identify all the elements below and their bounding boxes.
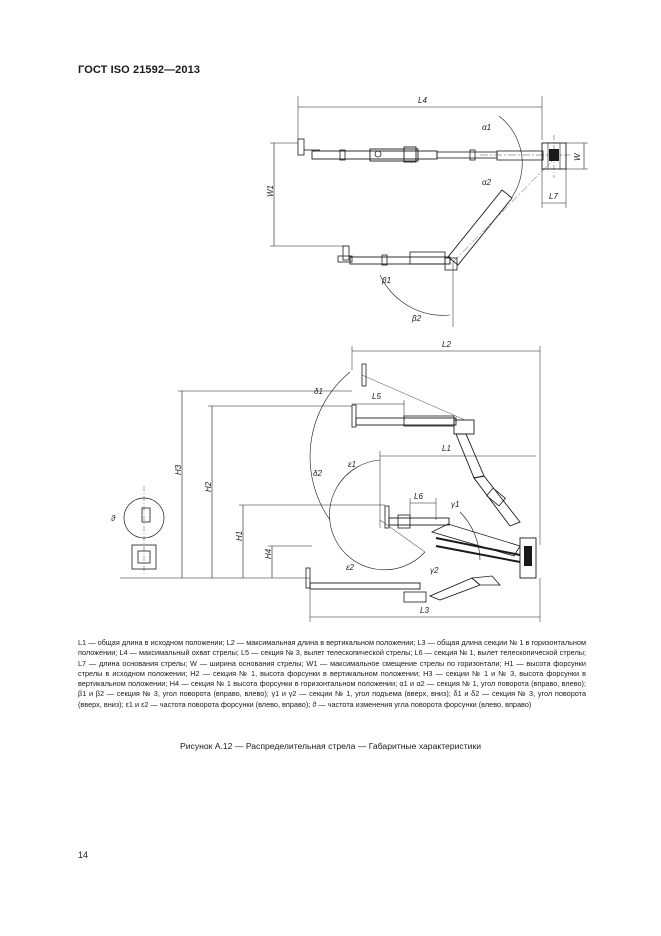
label-H3: H3 [174, 464, 183, 475]
label-L2: L2 [442, 340, 451, 349]
figure-caption: Рисунок А.12 — Распределительная стрела … [179, 741, 482, 751]
label-delta1: δ1 [314, 387, 323, 396]
label-delta2: δ2 [313, 469, 322, 478]
label-H4: H4 [264, 548, 273, 559]
top-view-drawing: L4 W L7 α1 α2 [266, 96, 588, 327]
label-gamma1: γ1 [451, 500, 459, 509]
label-W1: W1 [266, 185, 275, 197]
label-L6: L6 [414, 492, 423, 501]
label-beta2: β2 [411, 314, 422, 323]
side-view-drawing: L2 H3 H2 H1 H4 L5 δ1 δ2 [111, 340, 541, 622]
document-header: ГОСТ ISO 21592—2013 [78, 64, 201, 76]
label-L3: L3 [420, 606, 429, 615]
label-W: W [573, 152, 582, 161]
label-beta1: β1 [381, 276, 391, 285]
label-theta: ϑ [111, 514, 116, 523]
label-alpha2: α2 [482, 178, 492, 187]
label-L1: L1 [442, 444, 451, 453]
label-L7: L7 [549, 192, 558, 201]
label-L4: L4 [418, 96, 427, 105]
label-alpha1: α1 [482, 123, 491, 132]
page-number: 14 [78, 850, 89, 860]
label-H2: H2 [204, 481, 213, 492]
label-eps1: ε1 [348, 460, 356, 469]
figure-legend: L1 — общая длина в исходном положении; L… [78, 638, 586, 709]
label-eps2: ε2 [346, 563, 355, 572]
label-gamma2: γ2 [430, 566, 439, 575]
label-L5: L5 [372, 392, 381, 401]
label-H1: H1 [235, 531, 244, 541]
